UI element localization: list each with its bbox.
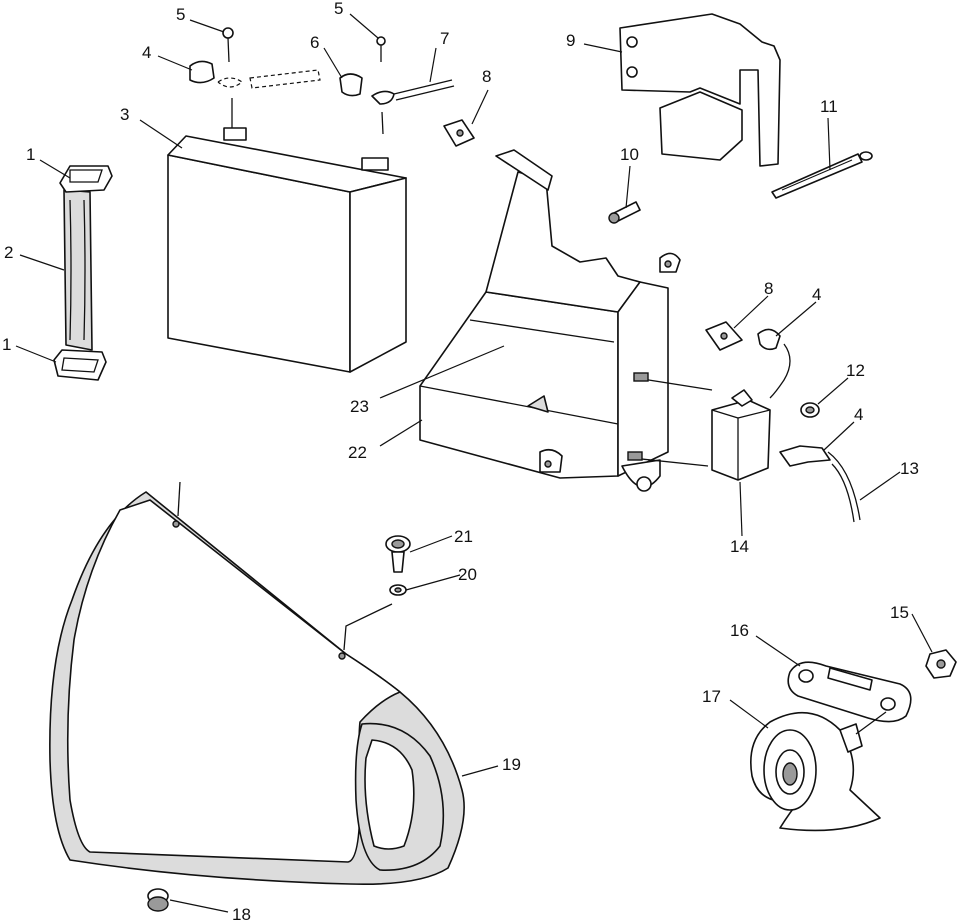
callout-16: 16: [730, 621, 749, 640]
strap-hook-bottom: [53, 349, 107, 381]
bolt: [608, 201, 641, 224]
callout-14: 14: [730, 537, 749, 556]
callout-20: 20: [458, 565, 477, 584]
grommet: [147, 888, 169, 912]
callout-11: 11: [820, 97, 838, 116]
mounting-bracket: [619, 13, 781, 167]
terminal-bolt-right: [376, 36, 386, 62]
callout-7: 7: [440, 29, 449, 48]
callout-2: 2: [4, 243, 13, 262]
cable-dashed: [249, 69, 321, 89]
callout-19: 19: [502, 755, 521, 774]
relay-lead: [757, 328, 791, 399]
callout-8-top: 8: [482, 67, 491, 86]
callout-6: 6: [310, 33, 319, 52]
front-cover: [49, 481, 465, 885]
callout-1-bottom: 1: [2, 335, 11, 354]
terminal-nut-dashed: [217, 77, 244, 88]
leader-lines: [15, 13, 933, 913]
clip-top: [443, 119, 475, 147]
clip-right: [705, 321, 743, 351]
grommet-washer: [389, 584, 407, 596]
callout-9: 9: [566, 31, 575, 50]
callout-15: 15: [890, 603, 909, 622]
callout-4-right: 4: [812, 285, 821, 304]
terminal-cover-right: [339, 73, 363, 97]
callout-3: 3: [120, 105, 129, 124]
callout-21: 21: [454, 527, 473, 546]
power-cable: [779, 445, 861, 523]
battery-strap: [63, 189, 93, 351]
horn-bracket: [787, 661, 912, 723]
washer: [800, 402, 820, 418]
ground-cable: [371, 79, 455, 135]
callout-5-left: 5: [176, 5, 185, 24]
quarter-turn-fastener: [385, 535, 411, 573]
battery-box: [419, 149, 713, 492]
horn: [750, 711, 887, 832]
callout-5-right: 5: [334, 0, 343, 18]
callout-4-top: 4: [142, 43, 151, 62]
cable-tie: [771, 151, 873, 199]
callout-17: 17: [702, 687, 721, 706]
callout-22: 22: [348, 443, 367, 462]
strap-hook-top: [59, 165, 113, 193]
battery: [167, 127, 407, 373]
callout-labels: 1 2 1 3 4 5 5 6 7 8 9 10 11 8 4 12 4 13 …: [2, 0, 919, 923]
terminal-cover-left: [189, 60, 215, 84]
callout-12: 12: [846, 361, 865, 380]
callout-18: 18: [232, 905, 251, 923]
callout-10: 10: [620, 145, 639, 164]
callout-23: 23: [350, 397, 369, 416]
relay-solenoid: [711, 389, 771, 481]
callout-8-right: 8: [764, 279, 773, 298]
callout-1-top: 1: [26, 145, 35, 164]
callout-13: 13: [900, 459, 919, 478]
terminal-bolt-left: [222, 27, 234, 63]
callout-4-lower: 4: [854, 405, 863, 424]
horn-nut: [925, 649, 957, 679]
